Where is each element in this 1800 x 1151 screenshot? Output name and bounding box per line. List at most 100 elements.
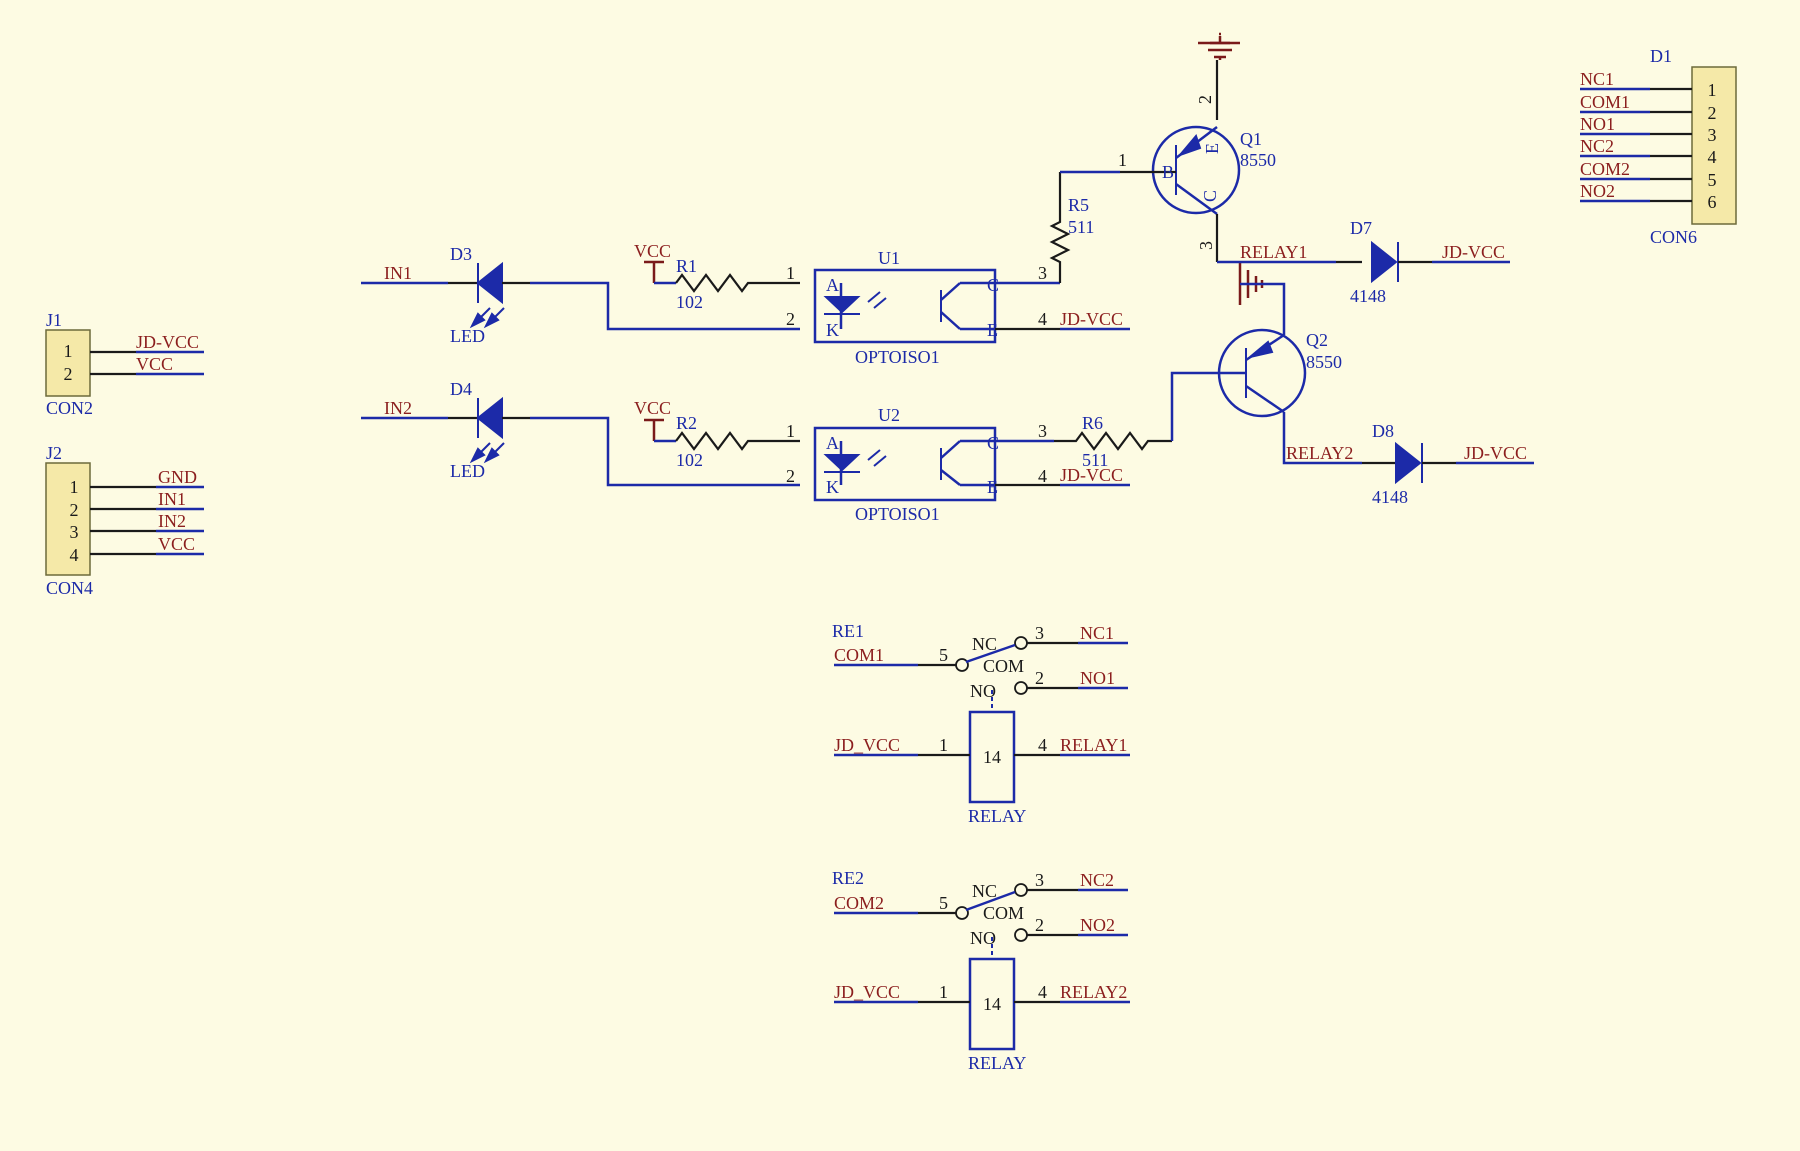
r6-ref: R6 [1082,413,1103,433]
d4-emit-arrows-icon [469,442,505,464]
q1-collector: C [1200,190,1220,202]
connector-j2: J2 CON4 1 2 3 4 GND IN1 IN2 VCC [45,443,204,598]
r1-value: 102 [676,292,703,312]
d3-emit-arrows-icon [469,307,505,329]
j2-pin4: 4 [70,545,79,565]
re2-pin2: 2 [1035,915,1044,935]
led-d3: IN1 D3 LED [361,244,800,346]
r6-value: 511 [1082,450,1108,470]
d1-net-no1: NO1 [1580,114,1615,134]
re1-pin4: 4 [1038,735,1047,755]
re2-coil: 14 [983,994,1001,1014]
d1-pin4: 4 [1708,147,1717,167]
re1-value: RELAY [968,806,1026,826]
d1-value: CON6 [1650,227,1697,247]
in2-net-label: IN2 [384,398,412,418]
d4-value: LED [450,461,485,481]
r1-ref: R1 [676,256,697,276]
d8-net-relay2: RELAY2 [1286,443,1353,463]
re2-pin1: 1 [939,982,948,1002]
re1-ref: RE1 [832,621,864,641]
re2-ref: RE2 [832,868,864,888]
j1-net-vcc: VCC [136,354,173,374]
u2-ref: U2 [878,405,900,425]
d1-pin5: 5 [1708,170,1717,190]
j1-ref: J1 [46,310,62,330]
d1-net-no2: NO2 [1580,181,1615,201]
re1-net-nc: NC1 [1080,623,1114,643]
re2-net-coil1: JD_VCC [834,982,900,1002]
u1-ref: U1 [878,248,900,268]
r1-vcc-label: VCC [634,241,671,261]
ground-symbol-icon [1198,32,1240,60]
diode-d7: RELAY1 D7 4148 JD-VCC [1240,218,1510,306]
d1-pin3: 3 [1708,125,1717,145]
d4-ref: D4 [450,379,472,399]
re2-pin5: 5 [939,893,948,913]
q2-value: 8550 [1306,352,1342,372]
d1-net-com1: COM1 [1580,92,1630,112]
r5-value: 511 [1068,217,1094,237]
relay-re2: RE2 COM2 5 NC COM NO 3 2 NC2 NO2 14 JD_V… [832,868,1130,1073]
diode-d8: RELAY2 D8 4148 JD-VCC [1286,421,1534,507]
j2-net-in2: IN2 [158,511,186,531]
j1-net-jdvcc: JD-VCC [136,332,199,352]
re2-net-no: NO2 [1080,915,1115,935]
q2-ref: Q2 [1306,330,1328,350]
j2-value: CON4 [46,578,93,598]
j2-pin1: 1 [70,477,79,497]
d8-ref: D8 [1372,421,1394,441]
j1-pin1: 1 [64,341,73,361]
u2-cathode: K [826,477,839,497]
d1-net-nc1: NC1 [1580,69,1614,89]
u1-cathode: K [826,320,839,340]
relay-re1: RE1 COM1 5 NC COM NO 3 2 NC1 NO1 14 JD_V… [832,621,1130,826]
d1-net-com2: COM2 [1580,159,1630,179]
transistor-q2: Q2 8550 [1217,260,1362,465]
u2-anode: A [826,433,839,453]
q1-pin3: 3 [1196,241,1216,250]
re2-net-nc: NC2 [1080,870,1114,890]
connector-d1: D1 CON6 1 2 3 4 5 6 NC1 COM1 NO1 NC2 COM… [1580,46,1737,247]
d1-pins: 1 2 3 4 5 6 [1708,80,1717,212]
d7-net-jdvcc: JD-VCC [1442,242,1505,262]
u1-phototransistor-icon [940,281,995,331]
d1-ref: D1 [1650,46,1672,66]
q1-pin1: 1 [1118,150,1127,170]
re1-pin5: 5 [939,645,948,665]
d7-value: 4148 [1350,286,1386,306]
resistor-r2: VCC R2 102 [634,398,800,470]
j2-pin3: 3 [70,522,79,542]
re2-value: RELAY [968,1053,1026,1073]
re2-pin4: 4 [1038,982,1047,1002]
re1-net-no: NO1 [1080,668,1115,688]
optoisolator-u1: U1 OPTOISO1 1 2 3 4 A K C E JD-VCC [786,248,1130,367]
connector-j1: J1 CON2 1 2 JD-VCC VCC [45,310,204,418]
re1-pin3: 3 [1035,623,1044,643]
u1-jdvcc-label: JD-VCC [1060,309,1123,329]
r5-ref: R5 [1068,195,1089,215]
d8-value: 4148 [1372,487,1408,507]
u2-collector: C [987,433,999,453]
d7-net-relay1: RELAY1 [1240,242,1307,262]
j2-net-in1: IN1 [158,489,186,509]
j2-pin2: 2 [70,500,79,520]
u1-anode: A [826,275,839,295]
re2-net-coil4: RELAY2 [1060,982,1127,1002]
u2-pin4: 4 [1038,466,1047,486]
j1-value: CON2 [46,398,93,418]
r2-vcc-label: VCC [634,398,671,418]
resistor-r1: VCC R1 102 [634,241,800,312]
d1-pin6: 6 [1708,192,1717,212]
resistor-r5: R5 511 [1049,170,1120,283]
re1-nc-label: NC [972,634,997,654]
u2-pin1: 1 [786,421,795,441]
u1-pin4: 4 [1038,309,1047,329]
transistor-q1: 2 1 3 B E C Q1 8550 [1118,32,1276,262]
u2-pin2: 2 [786,466,795,486]
j2-ref: J2 [46,443,62,463]
re1-net-com: COM1 [834,645,884,665]
u2-phototransistor-icon [940,439,995,487]
q1-emitter: E [1202,143,1222,154]
